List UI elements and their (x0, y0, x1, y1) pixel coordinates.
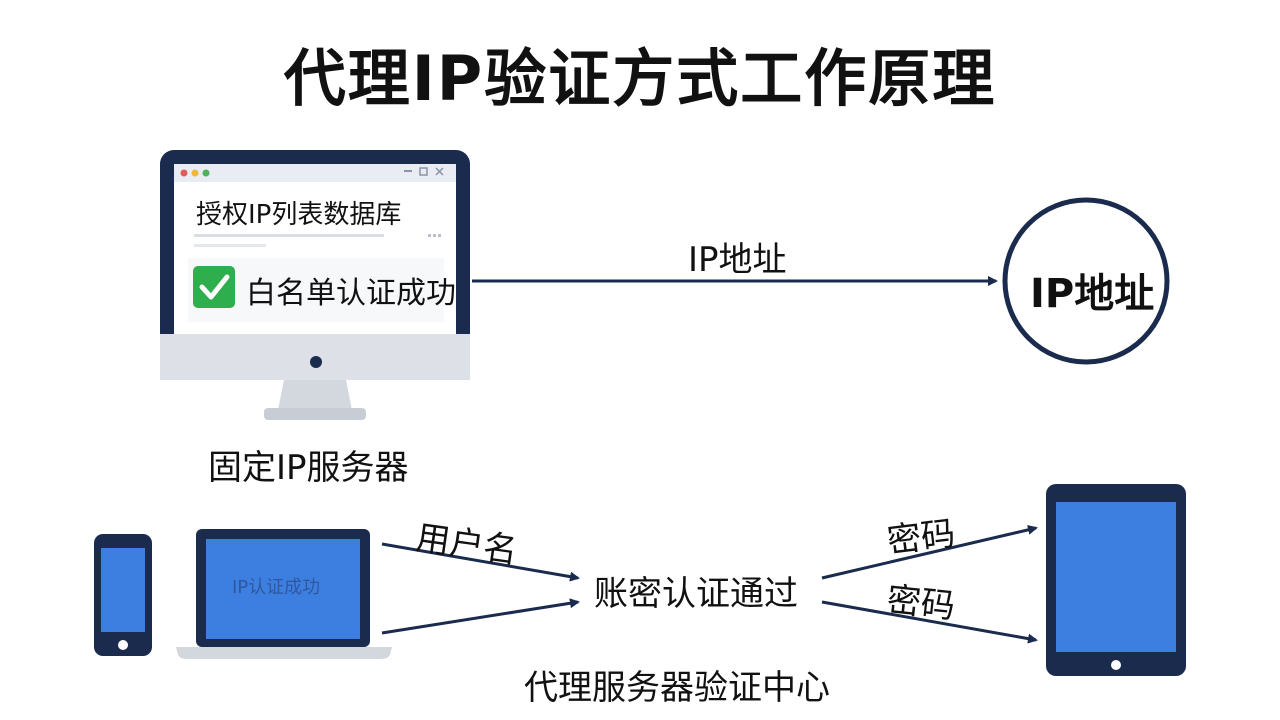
password-arrow-top (821, 524, 1038, 580)
ip-circle-label: IP地址 (1030, 271, 1155, 317)
username-arrow (381, 542, 580, 582)
password-label-bottom: 密码 (884, 579, 957, 627)
page-title: 代理IP验证方式工作原理 (283, 42, 997, 115)
laptop-screen-text: IP认证成功 (232, 577, 321, 598)
auth-passed-label: 账密认证通过 (594, 574, 798, 614)
checkmark-icon (193, 266, 235, 308)
password-arrow-bottom (821, 600, 1038, 644)
ip-arrow-label: IP地址 (688, 240, 787, 280)
server-caption: 固定IP服务器 (208, 448, 409, 488)
smartphone-icon (94, 534, 152, 656)
laptop-icon (176, 529, 392, 659)
whitelist-status-text: 白名单认证成功 (246, 276, 456, 311)
server-database-label: 授权IP列表数据库 (196, 200, 402, 230)
tablet-icon (1046, 484, 1186, 676)
laptop-arrow (381, 598, 580, 635)
verification-center-caption: 代理服务器验证中心 (524, 668, 830, 708)
ip-address-circle (1002, 197, 1170, 365)
password-label-top: 密码 (884, 513, 958, 562)
